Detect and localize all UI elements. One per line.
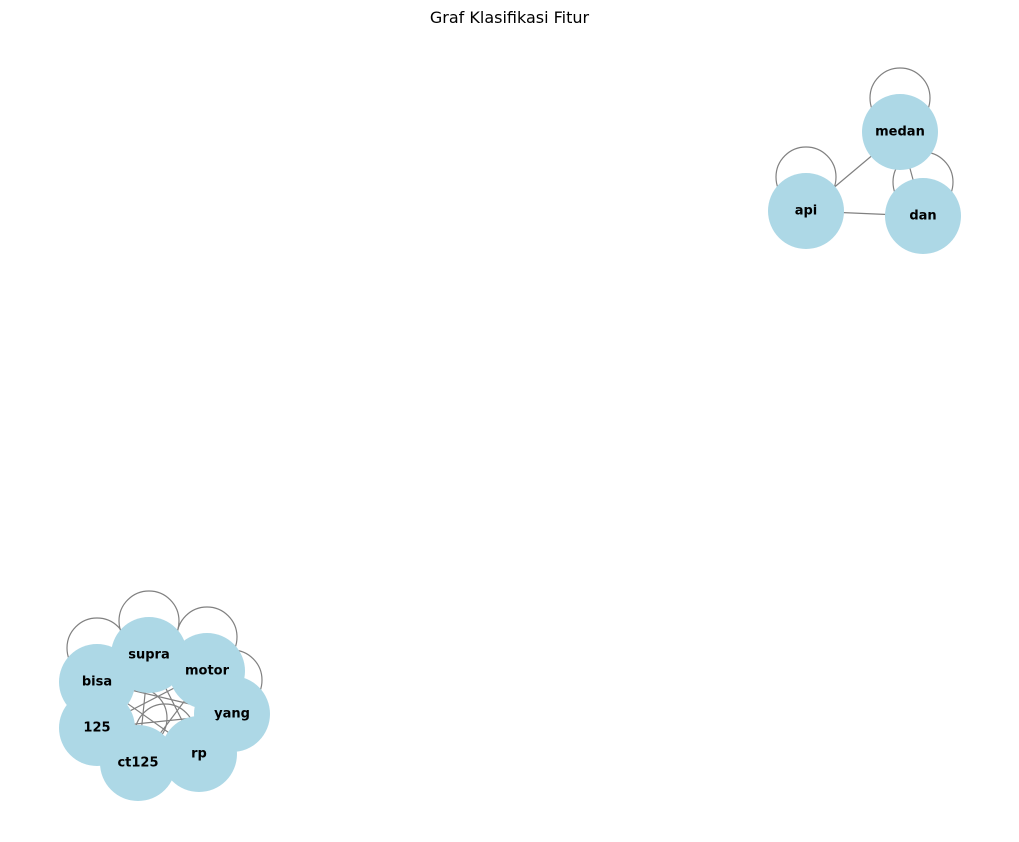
node-circle-dan	[885, 178, 961, 254]
node-label-ct125: ct125	[117, 756, 158, 771]
node-label-motor: motor	[185, 664, 230, 679]
node-label-api: api	[795, 204, 818, 219]
node-api: api	[768, 173, 844, 249]
node-label-125: 125	[83, 721, 110, 736]
node-label-yang: yang	[214, 707, 250, 722]
node-label-rp: rp	[191, 747, 207, 762]
node-label-medan: medan	[875, 125, 925, 140]
node-circle-medan	[862, 94, 938, 170]
node-label-supra: supra	[128, 648, 169, 663]
node-circle-ct125	[100, 725, 176, 801]
node-label-bisa: bisa	[82, 675, 112, 690]
node-circle-rp	[161, 716, 237, 792]
node-medan: medan	[862, 94, 938, 170]
graph-title: Graf Klasifikasi Fitur	[429, 8, 590, 27]
node-dan: dan	[885, 178, 961, 254]
nodes-layer: medan api dan supra bisa motor yang 125 ct125 rp	[59, 94, 961, 801]
node-ct125: ct125	[100, 725, 176, 801]
node-label-dan: dan	[909, 209, 936, 224]
node-circle-api	[768, 173, 844, 249]
node-rp: rp	[161, 716, 237, 792]
